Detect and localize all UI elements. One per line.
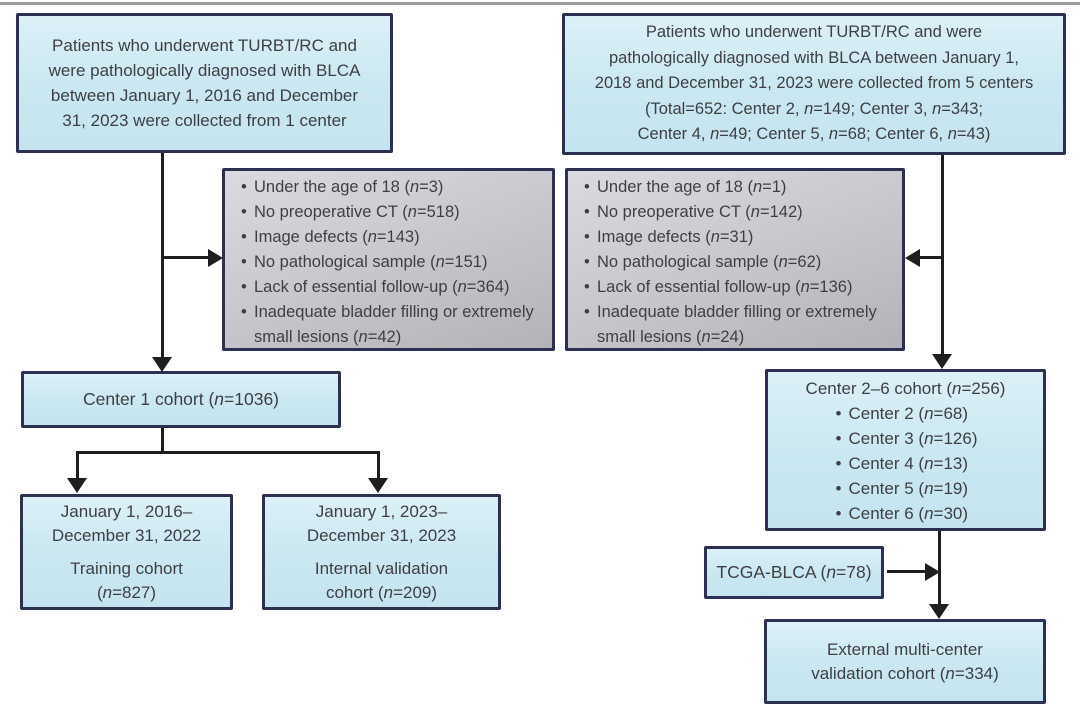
exclusion-list-centers2-6: Under the age of 18 (n=1)No preoperative…	[582, 175, 896, 350]
arrowhead-external-down	[929, 604, 949, 619]
text-line: January 1, 2016–	[60, 501, 193, 521]
box-exclusions-centers2-6: Under the age of 18 (n=1)No preoperative…	[565, 168, 905, 351]
box-source-centers2-6-text: Patients who underwent TURBT/RC and were…	[595, 20, 1033, 148]
box-source-center1-text: Patients who underwent TURBT/RC and were …	[49, 33, 361, 133]
internal-validation-label: Internal validation cohort (n=209)	[315, 557, 448, 605]
center-count-item: Center 4 (n=13)	[833, 451, 977, 476]
box-source-centers2-6: Patients who underwent TURBT/RC and were…	[562, 13, 1066, 155]
exclusion-item: Lack of essential follow-up (n=364)	[239, 275, 546, 300]
text-line: (Total=652: Center 2, n=149; Center 3, n…	[644, 99, 984, 118]
text-line: 31, 2023 were collected from 1 center	[62, 111, 347, 130]
arrowhead-internal-down	[368, 478, 388, 493]
text-line: December 31, 2022	[51, 525, 202, 545]
connector-split-right	[377, 451, 380, 480]
text-line: January 1, 2023–	[315, 501, 448, 521]
external-validation-text: External multi-center validation cohort (…	[811, 638, 999, 686]
box-centers2-6-cohort: Center 2–6 cohort (n=256) Center 2 (n=68…	[765, 369, 1046, 531]
text-line: Patients who underwent TURBT/RC and	[52, 36, 357, 55]
text-line: cohort (n=209)	[325, 582, 438, 602]
arrowhead-right-main-down	[932, 354, 952, 369]
text-line: between January 1, 2016 and December	[50, 86, 359, 105]
connector-left-exclusion	[161, 256, 209, 259]
connector-tcga	[887, 570, 927, 573]
text-line: were pathologically diagnosed with BLCA	[48, 61, 361, 80]
text-line: External multi-center	[827, 639, 983, 659]
text-line: 2018 and December 31, 2023 were collecte…	[594, 74, 1034, 93]
connector-center1-stem	[161, 428, 164, 454]
connector-left-main	[161, 153, 164, 358]
box-training-cohort: January 1, 2016– December 31, 2022 Traini…	[20, 494, 233, 610]
center-count-item: Center 3 (n=126)	[833, 426, 977, 451]
center-count-item: Center 6 (n=30)	[833, 501, 977, 526]
exclusion-item: Image defects (n=31)	[582, 225, 896, 250]
arrowhead-right-exclusion-left	[905, 249, 920, 267]
box-external-validation-cohort: External multi-center validation cohort (…	[764, 619, 1046, 704]
arrowhead-tcga-right	[925, 563, 940, 581]
exclusion-item: No preoperative CT (n=518)	[239, 200, 546, 225]
text-line: Center 4, n=49; Center 5, n=68; Center 6…	[637, 125, 991, 144]
text-line: Training cohort	[70, 558, 183, 578]
center-count-item: Center 2 (n=68)	[833, 401, 977, 426]
exclusion-item: No pathological sample (n=151)	[239, 250, 546, 275]
exclusion-list-center1: Under the age of 18 (n=3)No preoperative…	[239, 175, 546, 350]
box-center1-cohort: Center 1 cohort (n=1036)	[21, 371, 341, 428]
exclusion-item: Under the age of 18 (n=1)	[582, 175, 896, 200]
internal-validation-dates: January 1, 2023– December 31, 2023	[307, 500, 456, 548]
exclusion-item: Lack of essential follow-up (n=136)	[582, 275, 896, 300]
connector-split-left	[76, 451, 79, 480]
box-internal-validation-cohort: January 1, 2023– December 31, 2023 Intern…	[262, 494, 501, 610]
box-exclusions-center1: Under the age of 18 (n=3)No preoperative…	[222, 168, 555, 351]
centers2-6-cohort-title: Center 2–6 cohort (n=256)	[805, 379, 1006, 398]
exclusion-item: No preoperative CT (n=142)	[582, 200, 896, 225]
centers2-6-list-wrap: Center 2 (n=68)Center 3 (n=126)Center 4 …	[768, 401, 1043, 526]
arrowhead-left-main-down	[152, 357, 172, 372]
text-line: pathologically diagnosed with BLCA betwe…	[608, 48, 1019, 67]
text-line: Patients who underwent TURBT/RC and were	[645, 23, 983, 42]
training-label: Training cohort (n=827)	[70, 557, 183, 605]
center-count-item: Center 5 (n=19)	[833, 476, 977, 501]
connector-right-main	[941, 155, 944, 355]
centers2-6-list: Center 2 (n=68)Center 3 (n=126)Center 4 …	[833, 401, 977, 526]
exclusion-item: Image defects (n=143)	[239, 225, 546, 250]
text-line: Internal validation	[314, 558, 449, 578]
arrowhead-training-down	[67, 478, 87, 493]
exclusion-item: No pathological sample (n=62)	[582, 250, 896, 275]
top-divider	[0, 2, 1080, 5]
exclusion-item: Under the age of 18 (n=3)	[239, 175, 546, 200]
center1-cohort-text: Center 1 cohort (n=1036)	[82, 389, 280, 409]
arrowhead-left-exclusion-right	[208, 249, 223, 267]
text-line: validation cohort (n=334)	[811, 663, 999, 683]
connector-split-horizontal	[76, 451, 380, 454]
tcga-blca-text: TCGA-BLCA (n=78)	[716, 562, 872, 582]
exclusion-item: Inadequate bladder filling or extremely …	[582, 300, 896, 350]
box-tcga-blca: TCGA-BLCA (n=78)	[704, 546, 884, 599]
text-line: (n=827)	[96, 582, 157, 602]
box-source-center1: Patients who underwent TURBT/RC and were …	[16, 13, 393, 153]
connector-right-exclusion	[918, 256, 943, 259]
exclusion-item: Inadequate bladder filling or extremely …	[239, 300, 546, 350]
text-line: December 31, 2023	[306, 525, 457, 545]
training-dates: January 1, 2016– December 31, 2022	[52, 500, 201, 548]
